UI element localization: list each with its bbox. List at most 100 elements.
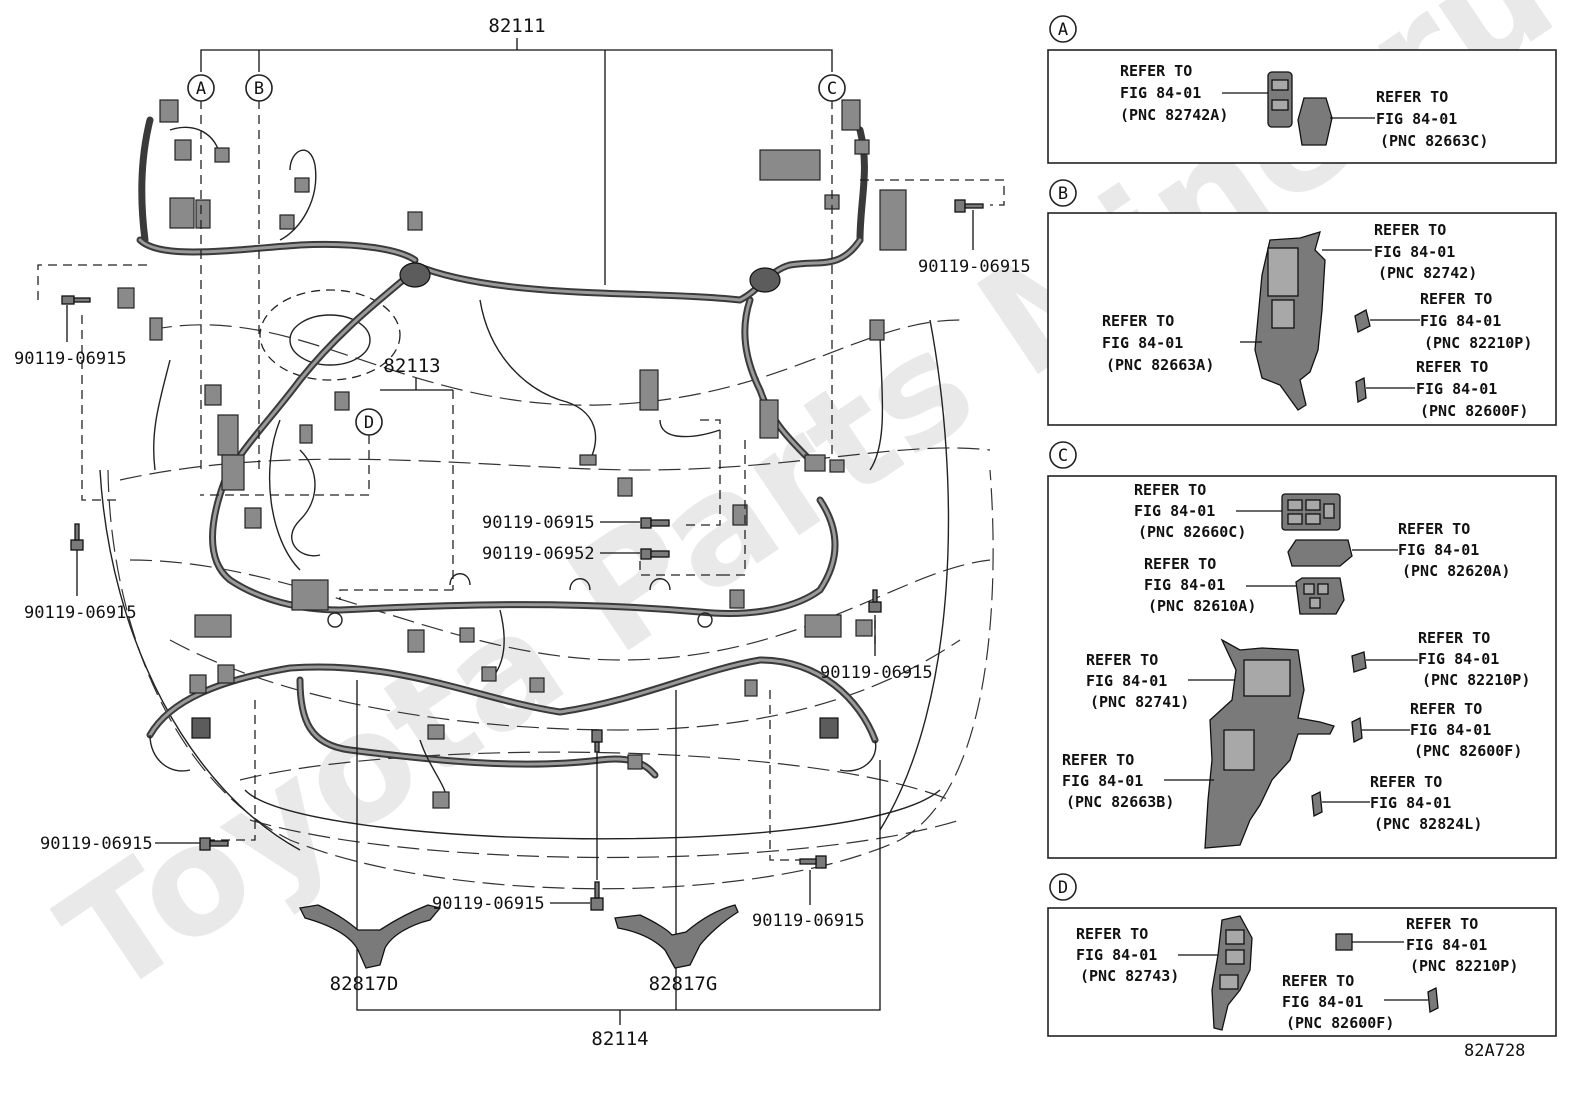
bolt-label-4: 90119-06915 [482,513,595,533]
bolt-icon [70,523,84,551]
relay-82210p-icon-c [1351,651,1367,673]
detail-c-panel: C REFER TO FIG 84-01 (PNC 82660C) REFER … [1047,441,1557,859]
svg-text:FIG 84-01: FIG 84-01 [1406,936,1487,954]
callout-c: C [818,74,846,102]
svg-text:FIG 84-01: FIG 84-01 [1420,312,1501,330]
part-number-82817g: 82817G [649,973,718,995]
svg-text:(PNC 82210P): (PNC 82210P) [1410,957,1518,975]
svg-text:FIG 84-01: FIG 84-01 [1416,380,1497,398]
svg-text:C: C [827,79,837,99]
bolt-label-1: 90119-06915 [14,349,127,369]
bolt-icons [61,199,984,911]
svg-text:REFER TO: REFER TO [1062,751,1134,769]
bolt-label-9: 90119-06915 [752,911,865,931]
vehicle-outline [99,289,994,890]
bracket-82817g-icon [614,904,739,969]
svg-text:(PNC 82210P): (PNC 82210P) [1422,671,1530,689]
bolt-icon [61,295,91,305]
bolt-icon [590,881,604,911]
svg-text:D: D [364,413,374,433]
relay-82210p-icon-d [1335,933,1353,951]
connector-blocks [117,99,907,809]
bolt-label-2: 90119-06915 [918,257,1031,277]
svg-text:FIG 84-01: FIG 84-01 [1134,502,1215,520]
detail-d-panel: D REFER TO FIG 84-01 (PNC 82743) REFER T… [1047,873,1557,1037]
svg-text:FIG 84-01: FIG 84-01 [1418,650,1499,668]
bolt-label-3: 90119-06915 [24,603,137,623]
relay-82210p-icon [1354,309,1371,333]
connector-82663c-icon [1297,97,1333,146]
svg-text:REFER TO: REFER TO [1120,62,1192,80]
svg-text:FIG 84-01: FIG 84-01 [1076,946,1157,964]
svg-text:(PNC 82600F): (PNC 82600F) [1414,742,1522,760]
bolt-icon [199,837,229,851]
svg-text:REFER TO: REFER TO [1102,312,1174,330]
svg-text:FIG 84-01: FIG 84-01 [1376,110,1457,128]
svg-text:REFER TO: REFER TO [1134,481,1206,499]
svg-text:FIG 84-01: FIG 84-01 [1062,772,1143,790]
detail-a-tag: A [1058,20,1068,40]
bracket-82817d-icon [299,904,442,969]
svg-text:(PNC 82824L): (PNC 82824L) [1374,815,1482,833]
fuse-82600f-icon [1355,376,1367,404]
svg-text:REFER TO: REFER TO [1420,290,1492,308]
callout-d: D [355,408,383,436]
svg-text:REFER TO: REFER TO [1374,221,1446,239]
detail-a-panel: A REFER TO FIG 84-01 (PNC 82742A) REFER … [1047,15,1557,164]
svg-text:FIG 84-01: FIG 84-01 [1102,334,1183,352]
bolt-icon [640,548,670,560]
svg-text:(PNC 82743): (PNC 82743) [1080,967,1179,985]
svg-text:A: A [196,79,206,99]
detail-d-tag: D [1058,878,1068,898]
svg-text:REFER TO: REFER TO [1410,700,1482,718]
svg-text:REFER TO: REFER TO [1416,358,1488,376]
svg-text:REFER TO: REFER TO [1418,629,1490,647]
part-number-82111: 82111 [488,15,545,37]
callout-a: A [187,74,215,102]
svg-text:(PNC 82741): (PNC 82741) [1090,693,1189,711]
svg-text:FIG 84-01: FIG 84-01 [1398,541,1479,559]
detail-b-tag: B [1058,184,1068,204]
callout-b: B [245,74,273,102]
svg-text:(PNC 82742A): (PNC 82742A) [1120,106,1228,124]
svg-text:FIG 84-01: FIG 84-01 [1282,993,1363,1011]
svg-text:FIG 84-01: FIG 84-01 [1120,84,1201,102]
fuse-82600f-icon-d [1427,986,1439,1014]
bolt-icon [954,199,984,213]
svg-text:(PNC 82663A): (PNC 82663A) [1106,356,1214,374]
figure-code: 82A728 [1464,1041,1525,1061]
svg-text:REFER TO: REFER TO [1398,520,1470,538]
svg-text:(PNC 82660C): (PNC 82660C) [1138,523,1246,541]
svg-text:(PNC 82742): (PNC 82742) [1378,264,1477,282]
svg-text:REFER TO: REFER TO [1282,972,1354,990]
fuse-box-82741-icon [1204,638,1335,849]
part-number-82114: 82114 [591,1028,648,1050]
bolt-label-5: 90119-06915 [820,663,933,683]
svg-text:(PNC 82210P): (PNC 82210P) [1424,334,1532,352]
svg-text:REFER TO: REFER TO [1376,88,1448,106]
svg-text:FIG 84-01: FIG 84-01 [1144,576,1225,594]
bolt-label-6: 90119-06915 [40,834,153,854]
svg-text:FIG 84-01: FIG 84-01 [1410,721,1491,739]
detail-c-tag: C [1058,446,1068,466]
bolt-icon [799,855,827,869]
svg-text:FIG 84-01: FIG 84-01 [1086,672,1167,690]
harness-82111 [136,116,868,484]
svg-text:(PNC 82663C): (PNC 82663C) [1380,132,1488,150]
svg-text:(PNC 82600F): (PNC 82600F) [1420,402,1528,420]
fuse-82824l-icon [1311,790,1323,818]
bolt-label-7: 90119-06952 [482,544,595,564]
svg-text:FIG 84-01: FIG 84-01 [1374,243,1455,261]
svg-text:REFER TO: REFER TO [1086,651,1158,669]
svg-text:REFER TO: REFER TO [1144,555,1216,573]
bolt-icon [868,589,882,613]
svg-text:(PNC 82620A): (PNC 82620A) [1402,562,1510,580]
dashed-leaders [37,100,1005,861]
part-number-82113: 82113 [383,355,440,377]
svg-text:(PNC 82663B): (PNC 82663B) [1066,793,1174,811]
bolt-label-8: 90119-06915 [432,894,545,914]
svg-text:REFER TO: REFER TO [1076,925,1148,943]
bolt-icon [591,729,603,753]
svg-text:REFER TO: REFER TO [1406,915,1478,933]
